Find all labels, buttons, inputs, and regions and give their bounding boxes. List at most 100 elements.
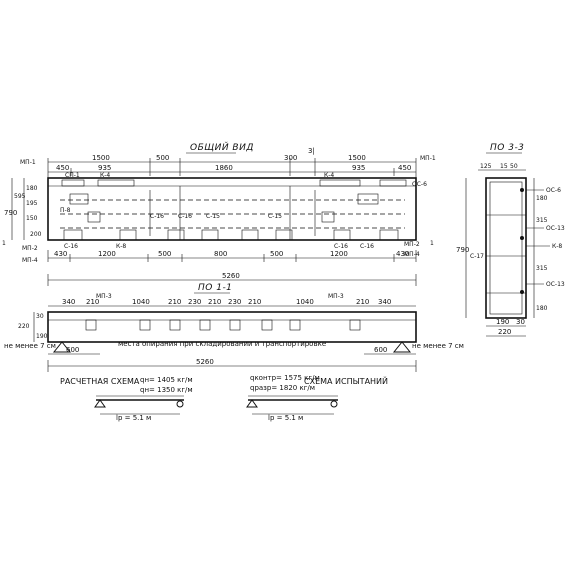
dim-3-3-side-3: 315 [536,265,548,272]
dim-3-3-top-1: 125 [480,163,492,170]
section-1-1-title: ПО 1-1 [198,283,232,293]
dim-11-top-10: 210 [356,298,369,306]
section-mark-1-right: 1 [430,240,434,247]
dim-3-3-side-1: 180 [536,195,548,202]
mark-k8: К-8 [116,243,126,250]
mark-k4-left: К-4 [100,172,110,179]
dim-11-top-7: 230 [228,298,241,306]
dim-left-195: 195 [26,200,38,207]
dim-top-3: 935 [98,164,111,172]
dim-3-3-top-2: 15 [500,163,508,170]
mark-sp1: СП-1 [65,172,80,179]
dim-top-7: 3| [308,147,315,155]
dim-11-top-9: 1040 [296,298,314,306]
label-k8: К-8 [552,243,562,250]
total-length-gv: 5260 [222,272,240,280]
mark-mp2-left: МП-2 [22,245,38,252]
bottom-supports [63,229,399,241]
dim-3-3-height: 790 [456,246,469,254]
mark-mp2-right: МП-2 [404,241,420,248]
dim-top-10: 450 [398,164,411,172]
dim-bottom-7: 430 [396,250,409,258]
dim-bottom-5: 500 [270,250,283,258]
mark-c16-d: С-16 [334,243,348,250]
section-mark-1-left: 1 [2,240,6,247]
section-1-1: ПО 1-1 340 210 1040 210 230 210 230 210 … [4,283,464,372]
support-note: места опирания при складировании и транс… [118,340,326,348]
calc-scheme: РАСЧЕТНАЯ СХЕМА qн= 1405 кг/м qн= 1350 к… [60,376,193,422]
note-left: не менее 7 см [4,342,56,350]
test-scheme: qконтр= 1575 кг/м qразр= 1820 кг/м СХЕМА… [246,374,388,422]
dim-11-top-8: 210 [248,298,261,306]
dim-bottom-4: 800 [214,250,227,258]
mark-mp3-left: МП-3 [96,293,112,300]
label-os13-top: ОС-13 [546,225,565,232]
mark-mp1-left: МП-1 [20,159,36,166]
dim-11-top-3: 1040 [132,298,150,306]
mark-c16-e: С-16 [360,243,374,250]
mark-c16-c: С-16 [64,243,78,250]
dim-11-top-11: 340 [378,298,391,306]
total-length-11: 5260 [196,358,214,366]
dim-3-3-bottom-1: 190 [496,318,509,326]
dim-3-3-side-4: 180 [536,305,548,312]
dim-top-8: 1500 [348,154,366,162]
dim-top-6: 300 [284,154,297,162]
dim-left-790: 790 [4,209,17,217]
mark-c15-a: С-15 [206,213,220,220]
test-span: lp = 5.1 м [268,414,303,422]
mark-c16-b: С-16 [178,213,192,220]
general-view: ОБЩИЙ ВИД 450 1500 935 500 1860 300 3| 1… [2,141,436,286]
mark-p8: П-8 [60,207,71,214]
mark-os6-gv: ОС-6 [412,181,427,188]
label-os13-bottom: ОС-13 [546,281,565,288]
mark-mp1-right: МП-1 [420,155,436,162]
mark-c15-b: С-15 [268,213,282,220]
calc-q2: qн= 1350 кг/м [140,386,193,394]
dim-3-3-side-2: 315 [536,217,548,224]
dim-11-left-2: 30 [36,313,44,320]
dim-3-3-top-3: 50 [510,163,518,170]
dim-top-9: 935 [352,164,365,172]
dim-left-200: 200 [30,231,42,238]
calc-span: lp = 5.1 м [116,414,151,422]
dim-left-180: 180 [26,185,38,192]
label-os6: ОС-6 [546,187,561,194]
dim-3-3-bottom-3: 220 [498,328,511,336]
label-c17: С-17 [470,253,484,260]
section-3-3: ПО 3-3 125 15 50 ОС-6 ОС-13 К-8 ОС-13 С-… [456,143,565,337]
mark-mp3-right: МП-3 [328,293,344,300]
dim-left-595: 595 [14,193,26,200]
section-3-3-title: ПО 3-3 [490,143,524,153]
mark-c16-a: С-16 [150,213,164,220]
offset-left: 600 [66,346,79,354]
dim-top-1: 450 [56,164,69,172]
section-1-1-openings [85,319,361,331]
dim-top-5: 1860 [215,164,233,172]
test-q1: qконтр= 1575 кг/м [250,374,320,382]
dim-bottom-1: 430 [54,250,67,258]
dim-11-top-2: 210 [86,298,99,306]
test-q2: qразр= 1820 кг/м [250,384,315,392]
dim-bottom-3: 500 [158,250,171,258]
offset-right: 600 [374,346,387,354]
mark-k4-right: К-4 [324,172,334,179]
dim-left-150: 150 [26,215,38,222]
dim-3-3-bottom-2: 30 [516,318,525,326]
test-scheme-title: СХЕМА ИСПЫТАНИЙ [304,375,388,386]
dim-11-top-4: 210 [168,298,181,306]
dim-top-2: 1500 [92,154,110,162]
note-right: не менее 7 см [412,342,464,350]
mark-mp4-right: МП-4 [404,251,420,258]
calc-scheme-title: РАСЧЕТНАЯ СХЕМА [60,377,140,386]
dim-11-top-6: 210 [208,298,221,306]
dim-bottom-6: 1200 [330,250,348,258]
mark-mp4-left: МП-4 [22,257,38,264]
dim-11-left-3: 190 [36,333,48,340]
dim-11-top-1: 340 [62,298,75,306]
dim-bottom-2: 1200 [98,250,116,258]
calc-q1: qн= 1405 кг/м [140,376,193,384]
dim-11-left-1: 220 [18,323,30,330]
dim-11-top-5: 230 [188,298,201,306]
